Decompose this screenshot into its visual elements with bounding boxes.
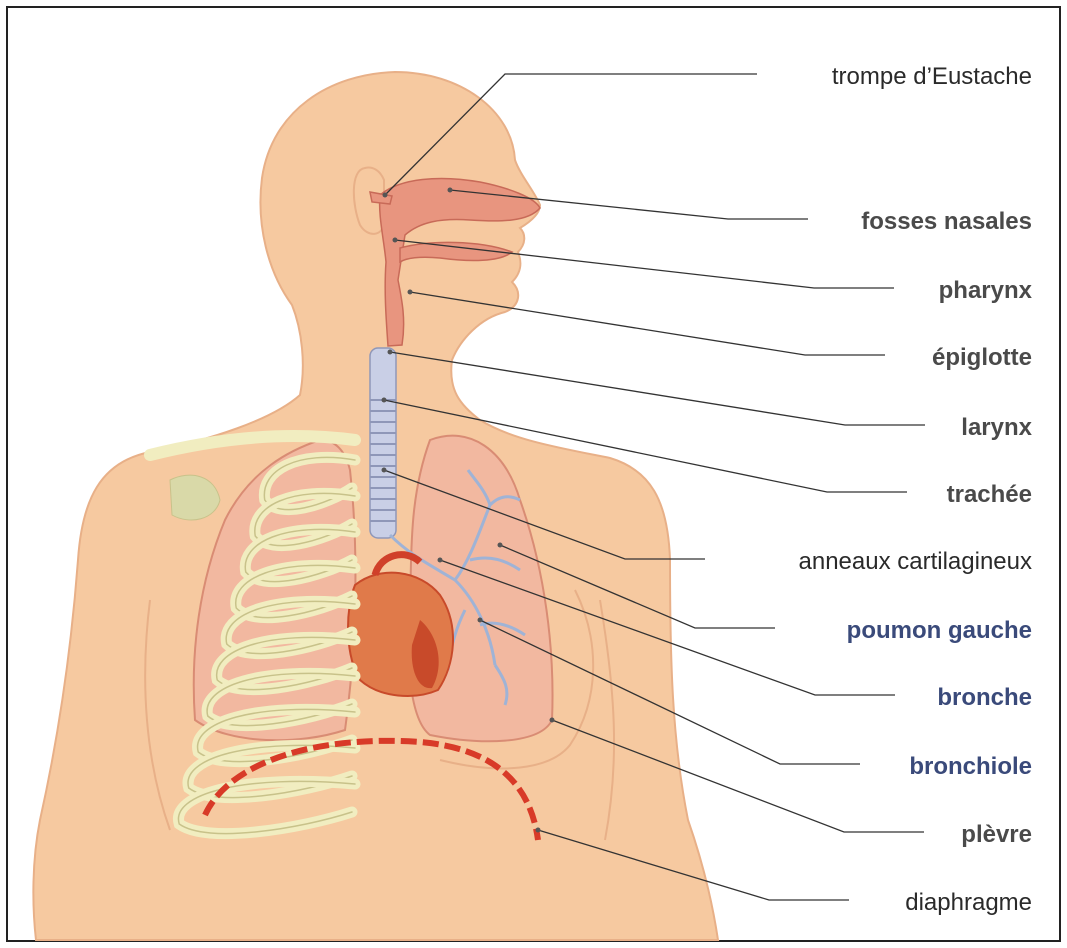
leader-anchor-dot <box>498 543 503 548</box>
label-6: anneaux cartilagineux <box>799 548 1033 575</box>
label-1: fosses nasales <box>861 208 1032 235</box>
leader-anchor-dot <box>550 718 555 723</box>
label-5: trachée <box>947 481 1032 508</box>
leader-anchor-dot <box>448 188 453 193</box>
leader-anchor-dot <box>388 350 393 355</box>
leader-anchor-dot <box>478 618 483 623</box>
leader-anchor-dot <box>382 468 387 473</box>
label-9: bronchiole <box>909 753 1032 780</box>
leader-anchor-dot <box>438 558 443 563</box>
leader-anchor-dot <box>536 828 541 833</box>
leader-anchor-dot <box>393 238 398 243</box>
label-4: larynx <box>961 414 1032 441</box>
label-7: poumon gauche <box>847 617 1032 644</box>
label-10: plèvre <box>961 821 1032 848</box>
label-11: diaphragme <box>905 889 1032 916</box>
labels: trompe d’Eustache fosses nasales pharynx ép… <box>799 63 1033 916</box>
leader-anchor-dot <box>383 193 388 198</box>
leader-anchor-dot <box>408 290 413 295</box>
label-0: trompe d’Eustache <box>832 63 1032 90</box>
leader-anchor-dot <box>382 398 387 403</box>
label-8: bronche <box>937 684 1032 711</box>
heart <box>348 573 453 696</box>
label-2: pharynx <box>939 277 1033 304</box>
label-3: épiglotte <box>932 344 1032 371</box>
